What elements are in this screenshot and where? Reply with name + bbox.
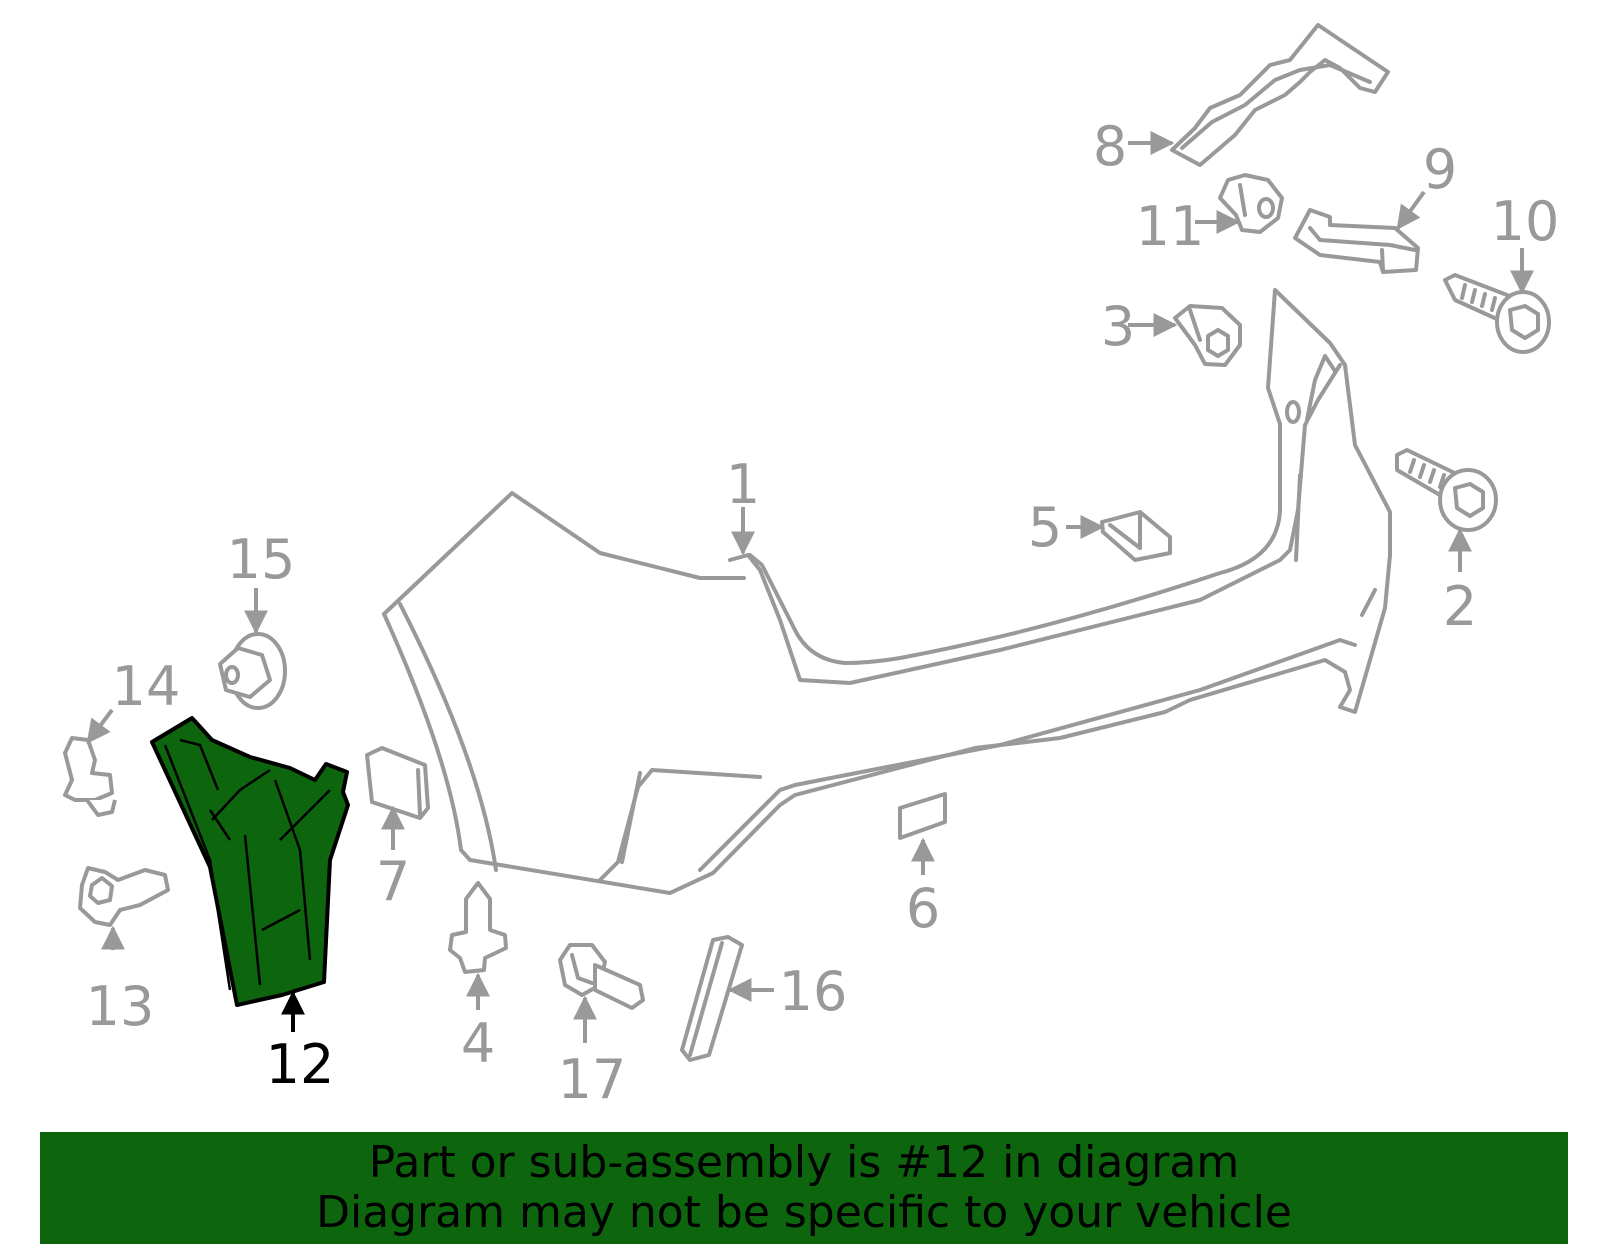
part-4-pin[interactable]: [448, 881, 508, 974]
banner-line-1: Part or sub-assembly is #12 in diagram: [368, 1137, 1240, 1188]
callout-9: 9: [1423, 138, 1457, 201]
part-12-highlighted-bracket[interactable]: [150, 716, 350, 1007]
callout-10: 10: [1491, 190, 1560, 253]
part-11-clip[interactable]: [1218, 173, 1284, 234]
callout-8: 8: [1093, 115, 1127, 178]
part-9-bracket-piece[interactable]: [1293, 208, 1420, 274]
callout-12: 12: [266, 1033, 335, 1096]
callout-11: 11: [1136, 195, 1205, 258]
callout-15: 15: [227, 528, 296, 591]
callout-16: 16: [779, 960, 848, 1023]
part-3-clip[interactable]: [1173, 304, 1242, 367]
part-10-bolt[interactable]: [1443, 273, 1551, 354]
callout-2: 2: [1443, 575, 1477, 638]
banner-line-2: Diagram may not be specific to your vehi…: [316, 1187, 1292, 1238]
part-13-screw[interactable]: [78, 866, 170, 927]
callout-14: 14: [112, 655, 181, 718]
callout-7: 7: [376, 850, 410, 913]
part-17-bolt[interactable]: [558, 943, 645, 1010]
part-6-pad[interactable]: [898, 792, 947, 840]
callout-5: 5: [1028, 496, 1062, 559]
callout-13: 13: [86, 975, 155, 1038]
callout-1: 1: [726, 453, 760, 516]
callout-3: 3: [1101, 295, 1135, 358]
info-banner: Part or sub-assembly is #12 in diagram D…: [40, 1132, 1568, 1244]
part-1-bumper-cover[interactable]: [382, 288, 1392, 895]
part-14-clip[interactable]: [63, 736, 117, 817]
callout-17: 17: [558, 1048, 627, 1111]
part-7-retainer[interactable]: [365, 746, 430, 820]
callout-labels: 1 2 3 4 5 6 7 8 9 10 11 12 13 14 15 16 1…: [86, 115, 1560, 1111]
part-5-clip[interactable]: [1100, 510, 1172, 562]
part-2-bolt[interactable]: [1395, 448, 1498, 532]
part-8-bracket[interactable]: [1170, 23, 1390, 167]
callout-arrows: [86, 131, 1534, 1043]
part-15-nut[interactable]: [218, 632, 287, 710]
part-16-strip[interactable]: [680, 935, 744, 1062]
callout-4: 4: [461, 1012, 495, 1075]
callout-6: 6: [906, 877, 940, 940]
